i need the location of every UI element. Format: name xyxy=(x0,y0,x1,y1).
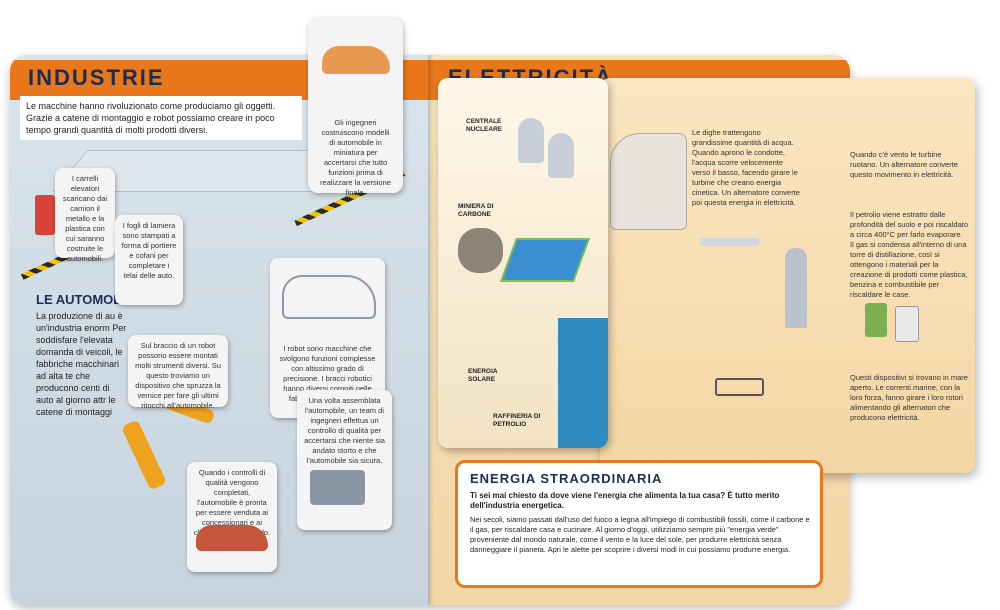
page-title-industrie: INDUSTRIE xyxy=(28,65,165,90)
infobox-question: Ti sei mai chiesto da dove viene l'energ… xyxy=(470,491,780,510)
flap-card-model[interactable]: Gli ingegneri costruiscono modelli di au… xyxy=(308,18,403,197)
energia-straordinaria-box: ENERGIA STRAORDINARIA Ti sei mai chiesto… xyxy=(455,460,823,588)
dam-illustration xyxy=(610,133,687,230)
infobox-paragraph: Nei secoli, siamo passati dall'uso del f… xyxy=(470,515,810,554)
label-coal: MINIERA DI CARBONE xyxy=(458,203,494,218)
flap-text-oil: Il petrolio viene estratto dalle profond… xyxy=(850,210,968,299)
flap-card-robot-arm[interactable]: Sul braccio di un robot possono essere m… xyxy=(128,335,228,410)
flap-card-ready[interactable]: Quando i controlli di qualità vengono co… xyxy=(187,462,277,572)
flap-card-model-text: Gli ingegneri costruiscono modelli di au… xyxy=(320,118,391,197)
orange-car-illustration xyxy=(322,46,390,74)
flap-text-wind: Quando c'è vento le turbine ruotano. Un … xyxy=(850,150,958,179)
flap-text-dam: Le dighe trattengono grandissime quantit… xyxy=(692,128,800,207)
label-nuclear: CENTRALE NUCLEARE xyxy=(466,118,503,133)
tidal-turbine-illustration xyxy=(715,378,764,396)
radiator-illustration xyxy=(895,306,919,342)
energy-flap[interactable]: Le dighe trattengono grandissime quantit… xyxy=(600,78,975,473)
nuclear-plant-illustration xyxy=(548,133,574,178)
red-car-illustration xyxy=(196,525,268,551)
book-spine xyxy=(428,55,434,605)
nuclear-plant-illustration xyxy=(518,118,544,163)
flap-card-stamping[interactable]: I fogli di lamiera sono stampati a forma… xyxy=(115,215,183,305)
engine-illustration xyxy=(310,470,365,505)
section-heading-automobili: LE AUTOMOBI xyxy=(36,292,127,307)
jerry-can-illustration xyxy=(865,303,887,337)
distillation-tower-illustration xyxy=(785,248,807,328)
power-plant-panel[interactable]: CENTRALE NUCLEARE MINIERA DI CARBONE ENE… xyxy=(438,78,608,448)
label-refinery: RAFFINERIA DI PETROLIO xyxy=(493,413,541,428)
intro-text: Le macchine hanno rivoluzionato come pro… xyxy=(20,96,302,140)
wind-turbine-illustration xyxy=(700,238,760,246)
flap-text-tidal: Questi dispositivi si trovano in mare ap… xyxy=(850,373,968,422)
label-solar: ENERGIA SOLARE xyxy=(468,368,498,383)
truck-illustration xyxy=(35,195,55,235)
sea-illustration xyxy=(558,318,608,448)
flap-card-forklift[interactable]: I carrelli elevatori scaricano dai camio… xyxy=(55,168,115,263)
infobox-title: ENERGIA STRAORDINARIA xyxy=(470,471,663,486)
coal-mine-illustration xyxy=(458,228,503,273)
flap-card-quality[interactable]: Una volta assemblata l'automobile, un te… xyxy=(297,390,392,530)
car-frame-illustration xyxy=(282,275,376,319)
section-body-automobili: La produzione di au è un'industria enorm… xyxy=(36,311,127,417)
solar-field-illustration xyxy=(499,238,591,282)
